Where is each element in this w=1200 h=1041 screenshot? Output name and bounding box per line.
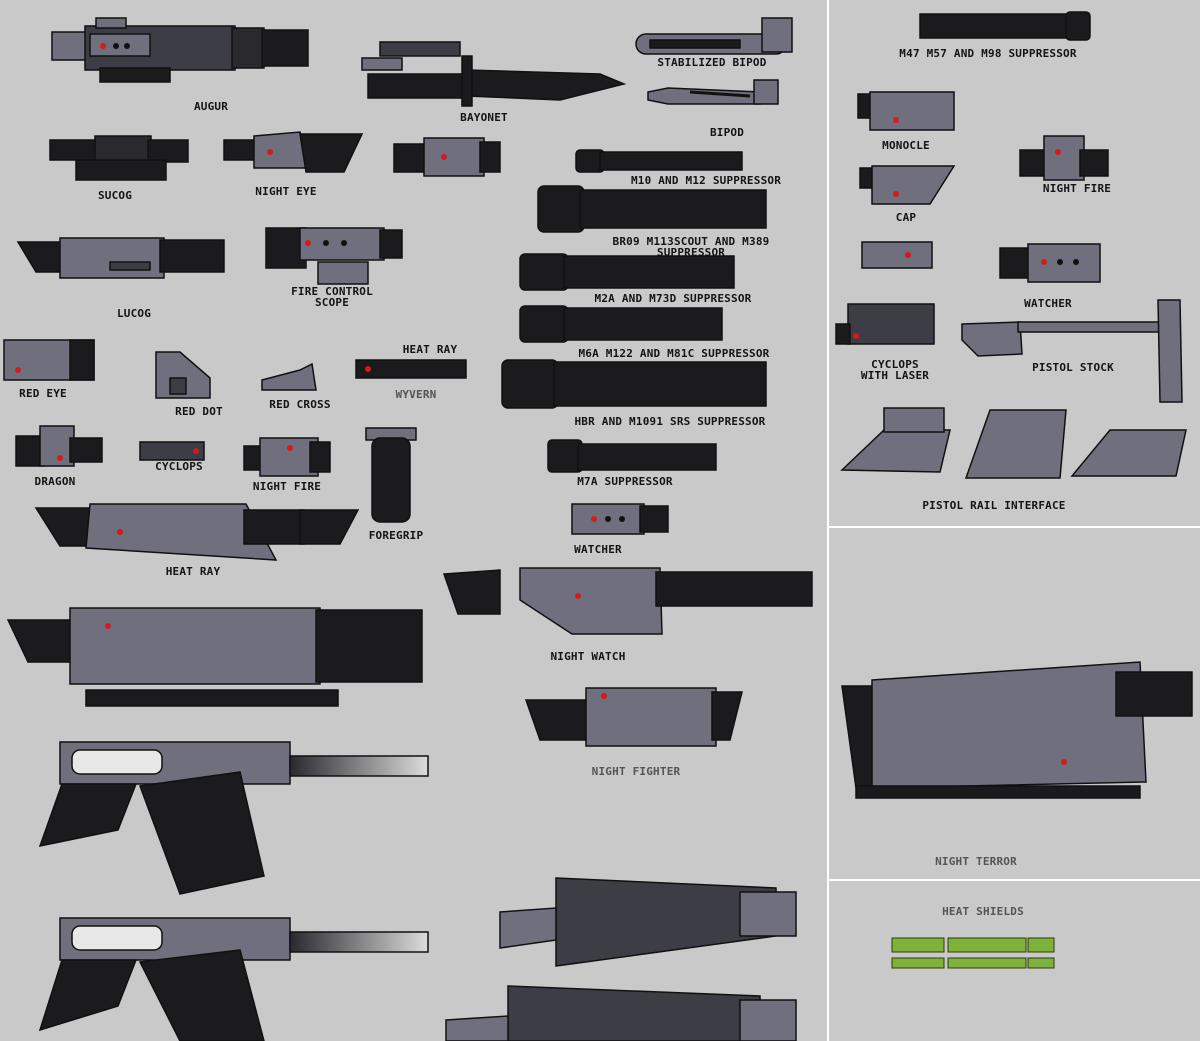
label-m2a-m73d-suppressor: M2A AND M73D SUPPRESSOR	[594, 292, 752, 305]
red-cross-icon	[261, 362, 317, 391]
augur-scope-icon	[51, 17, 309, 83]
label-heat-ray: HEAT RAY	[165, 565, 221, 578]
label-bipod: BIPOD	[709, 126, 745, 139]
panel-dividers	[827, 0, 1200, 1041]
label-dragon: DRAGON	[34, 475, 76, 488]
lucog-icon	[16, 237, 225, 279]
foregrip-icon	[365, 427, 417, 523]
monocle-icon	[857, 91, 955, 131]
label-sucog: SUCOG	[97, 189, 133, 202]
label-cap: CAP	[895, 211, 917, 224]
heat-shields-icon	[891, 937, 1055, 969]
cap-icon	[859, 165, 956, 205]
label-heat-ray-small: HEAT RAY	[402, 343, 458, 356]
label-night-eye: NIGHT EYE	[255, 185, 317, 198]
m2a-suppressor-icon	[519, 253, 735, 291]
label-hbr-suppressor: HBR AND M1091 SRS SUPPRESSOR	[574, 415, 766, 428]
night-watch-icon	[442, 567, 813, 635]
compact-scope-icon	[393, 137, 501, 177]
m10-suppressor-icon	[575, 149, 743, 173]
stabilized-bipod-icon	[635, 17, 793, 55]
br09-suppressor-icon	[537, 185, 767, 233]
wyvern-icon	[355, 359, 467, 379]
hbr-suppressor-icon	[501, 359, 767, 409]
pistol-stock-icon	[961, 299, 1183, 403]
label-m47-suppressor: M47 M57 AND M98 SUPPRESSOR	[899, 47, 1077, 60]
cyclops-with-laser-icon	[835, 303, 935, 345]
label-bayonet: BAYONET	[460, 111, 508, 124]
watcher-mid-icon	[571, 503, 669, 535]
label-night-watch: NIGHT WATCH	[550, 650, 626, 663]
label-night-fighter: NIGHT FIGHTER	[591, 765, 681, 778]
label-fire-control-line2: SCOPE	[314, 296, 350, 309]
label-stabilized-bipod: STABILIZED BIPOD	[657, 56, 767, 69]
night-eye-icon	[223, 131, 364, 173]
pistol-top-icon	[38, 741, 429, 895]
night-fighter-icon	[524, 687, 743, 747]
red-eye-icon	[3, 339, 95, 381]
label-monocle: MONOCLE	[882, 139, 930, 152]
night-terror-icon	[841, 661, 1193, 799]
label-br09-line1: BR09 M113SCOUT AND M389	[612, 235, 770, 248]
label-m7a-suppressor: M7A SUPPRESSOR	[577, 475, 673, 488]
grenade-launcher-top-icon	[499, 877, 797, 967]
dragon-icon	[15, 425, 103, 467]
label-watcher-mid: WATCHER	[574, 543, 622, 556]
fire-control-scope-icon	[265, 227, 403, 285]
label-cyclops-laser-line1: CYCLOPS	[871, 358, 919, 371]
label-red-cross: RED CROSS	[269, 398, 331, 411]
night-fire-right-icon	[1019, 135, 1109, 181]
label-pistol-stock: PISTOL STOCK	[1032, 361, 1114, 374]
label-red-eye: RED EYE	[19, 387, 67, 400]
night-fire-left-icon	[243, 437, 331, 477]
bayonet-icon	[361, 41, 627, 107]
label-cyclops: CYCLOPS	[155, 460, 203, 473]
label-watcher-right: WATCHER	[1024, 297, 1072, 310]
m7a-suppressor-icon	[547, 439, 717, 473]
pistol-rail-interface-icon	[840, 407, 1187, 479]
label-lucog: LUCOG	[116, 307, 152, 320]
cyclops-right-icon	[861, 241, 933, 269]
m6a-suppressor-icon	[519, 305, 723, 343]
label-pistol-rail-interface: PISTOL RAIL INTERFACE	[922, 499, 1066, 512]
pistol-bottom-icon	[38, 917, 429, 1041]
m47-suppressor-icon	[919, 11, 1091, 41]
watcher-right-icon	[999, 243, 1101, 283]
label-foregrip: FOREGRIP	[368, 529, 424, 542]
label-cyclops-laser-line2: WITH LASER	[860, 369, 930, 382]
label-heat-shields: HEAT SHIELDS	[942, 905, 1024, 918]
label-fire-control-line1: FIRE CONTROL	[291, 285, 373, 298]
red-dot-icon	[155, 351, 211, 399]
label-wyvern: WYVERN	[395, 388, 437, 401]
label-br09-line2: SUPPRESSOR	[656, 246, 726, 259]
sucog-icon	[49, 135, 189, 181]
label-augur: AUGUR	[193, 100, 229, 113]
label-night-terror: NIGHT TERROR	[935, 855, 1017, 868]
cyclops-icon	[139, 441, 205, 461]
heat-ray-icon	[34, 503, 360, 561]
label-red-dot: RED DOT	[175, 405, 223, 418]
label-night-fire-left: NIGHT FIRE	[252, 480, 322, 493]
grenade-launcher-bottom-icon	[445, 985, 797, 1041]
large-rifle-icon	[6, 607, 423, 707]
bipod-icon	[647, 79, 779, 105]
label-m6a-suppressor: M6A M122 AND M81C SUPPRESSOR	[578, 347, 770, 360]
label-night-fire-right: NIGHT FIRE	[1042, 182, 1112, 195]
label-m10-m12-suppressor: M10 AND M12 SUPPRESSOR	[630, 174, 782, 187]
